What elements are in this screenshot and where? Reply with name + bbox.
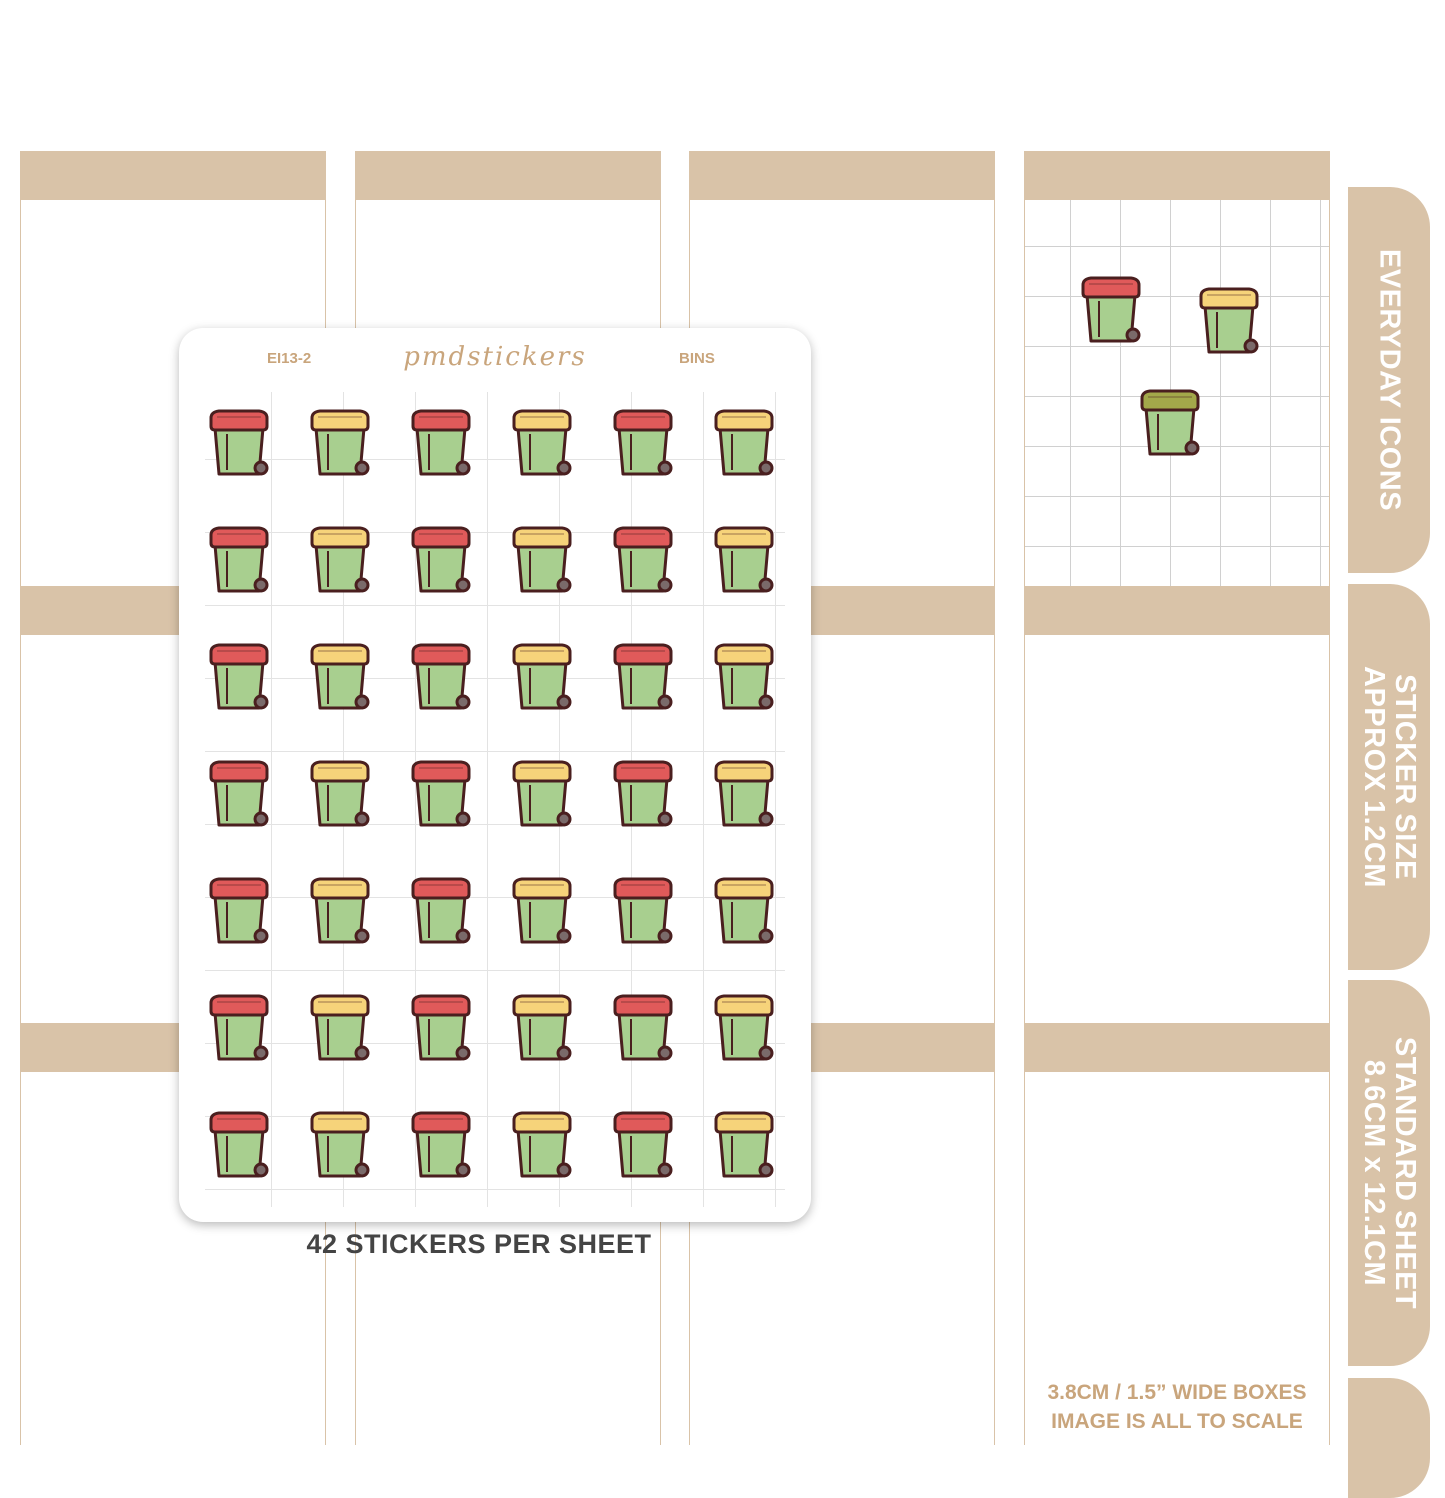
bin-icon <box>712 640 776 716</box>
bin-icon <box>308 757 372 833</box>
planner-header-band <box>20 151 326 200</box>
bin-icon <box>207 757 271 833</box>
bin-icon <box>712 874 776 950</box>
bin-icon <box>510 406 574 482</box>
planner-header-band <box>689 151 995 200</box>
bin-icon <box>207 406 271 482</box>
bin-icon <box>207 991 271 1067</box>
planner-header-band <box>1024 151 1330 200</box>
scale-note: 3.8CM / 1.5” WIDE BOXES IMAGE IS ALL TO … <box>1025 1378 1329 1436</box>
sample-bin-icon <box>1197 284 1261 360</box>
bin-icon <box>409 523 473 599</box>
tab-label: STANDARD SHEET 8.6CM x 12.1CM <box>1358 1036 1421 1310</box>
tab-sticker-size: STICKER SIZE APPROX 1.2CM <box>1348 584 1430 970</box>
bin-icon <box>611 991 675 1067</box>
bin-icon <box>611 523 675 599</box>
tab-everyday-icons: EVERYDAY ICONS <box>1348 187 1430 573</box>
bin-icon <box>308 640 372 716</box>
scale-note-line1: 3.8CM / 1.5” WIDE BOXES <box>1047 1381 1307 1404</box>
bin-icon <box>510 757 574 833</box>
sheet-code: EI13-2 <box>267 350 312 367</box>
tab-standard-sheet: STANDARD SHEET 8.6CM x 12.1CM <box>1348 980 1430 1366</box>
bin-icon <box>611 1108 675 1184</box>
sticker-count: 42 STICKERS PER SHEET <box>306 1229 652 1259</box>
tab-label: STICKER SIZE APPROX 1.2CM <box>1358 666 1421 888</box>
bin-icon <box>409 757 473 833</box>
sheet-name: BINS <box>679 350 715 367</box>
bin-icon <box>308 991 372 1067</box>
bin-icon <box>308 1108 372 1184</box>
planner-divider-band <box>1024 586 1330 635</box>
bin-icon <box>207 640 271 716</box>
bin-icon <box>308 406 372 482</box>
bin-icon <box>510 874 574 950</box>
bin-icon <box>510 1108 574 1184</box>
bin-icon <box>712 991 776 1067</box>
bin-icon <box>207 1108 271 1184</box>
bin-icon <box>409 991 473 1067</box>
bin-icon <box>409 406 473 482</box>
bin-icon <box>207 523 271 599</box>
bin-icon <box>510 991 574 1067</box>
planner-column-4 <box>1024 151 1330 1445</box>
bin-icon <box>712 523 776 599</box>
scale-note-line2: IMAGE IS ALL TO SCALE <box>1051 1410 1303 1433</box>
brand-logo: pmdstickers <box>403 342 587 372</box>
sample-bin-icon <box>1079 273 1143 349</box>
bin-icon <box>611 406 675 482</box>
tab-empty <box>1348 1378 1430 1498</box>
bin-icon <box>207 874 271 950</box>
bin-icon <box>308 523 372 599</box>
planner-header-band <box>355 151 661 200</box>
bin-icon <box>409 874 473 950</box>
tab-label: EVERYDAY ICONS <box>1373 248 1406 512</box>
bin-icon <box>510 640 574 716</box>
bin-icon <box>611 874 675 950</box>
sample-bin-icon <box>1138 386 1202 462</box>
bin-icon <box>712 1108 776 1184</box>
bin-icon <box>409 1108 473 1184</box>
bin-icon <box>712 757 776 833</box>
bin-icon <box>409 640 473 716</box>
bin-icon <box>308 874 372 950</box>
planner-divider-band <box>1024 1023 1330 1072</box>
bin-icon <box>712 406 776 482</box>
bin-icon <box>611 640 675 716</box>
sticker-sheet: EI13-2 pmdstickers BINS <box>179 328 811 1222</box>
bin-icon <box>611 757 675 833</box>
sheet-grid <box>205 392 785 1207</box>
bin-icon <box>510 523 574 599</box>
